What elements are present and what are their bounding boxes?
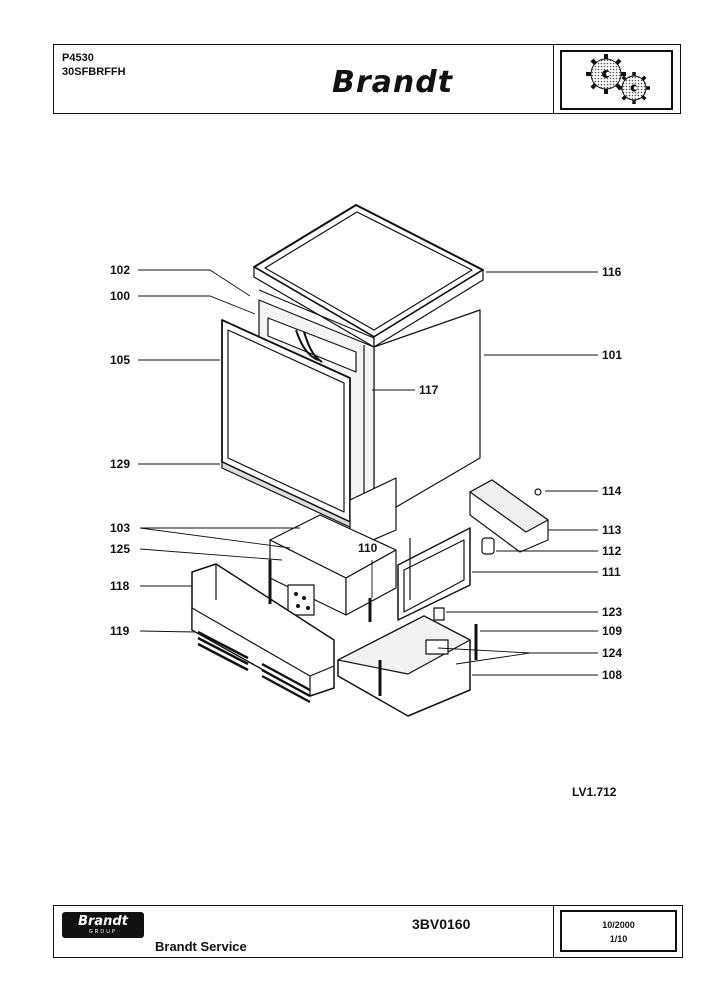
side-rail-part bbox=[469, 479, 549, 553]
model-info: P4530 30SFBRFFH bbox=[62, 51, 126, 79]
base-frame-part bbox=[349, 477, 471, 621]
callout-108: 108 bbox=[602, 668, 623, 682]
callout-110: 110 bbox=[358, 541, 378, 555]
model-reference: 30SFBRFFH bbox=[62, 66, 126, 78]
plinth-grille bbox=[197, 630, 311, 704]
brand-title: Brandt bbox=[332, 65, 454, 100]
callout-124: 124 bbox=[602, 646, 623, 660]
callout-100: 100 bbox=[110, 289, 131, 303]
callout-125: 125 bbox=[110, 542, 131, 556]
callout-118: 118 bbox=[110, 579, 130, 593]
date-page-frame: 10/2000 1/10 bbox=[560, 910, 677, 952]
model-number: P4530 bbox=[62, 52, 94, 64]
header-frame: P4530 30SFBRFFH Brandt bbox=[53, 44, 681, 114]
gears-icon bbox=[586, 54, 650, 104]
service-label: Brandt Service bbox=[155, 939, 247, 954]
page-number: 1/10 bbox=[609, 934, 628, 944]
door-part bbox=[221, 317, 357, 529]
issue-date: 10/2000 bbox=[602, 920, 635, 930]
leader-lines bbox=[138, 269, 598, 676]
callout-102: 102 bbox=[110, 263, 131, 277]
callout-103: 103 bbox=[110, 521, 131, 535]
gear-small bbox=[618, 72, 650, 104]
date-page-box: 10/2000 1/10 bbox=[553, 905, 683, 958]
brandt-group-logo: Brandt GROUP bbox=[62, 912, 144, 938]
sensor-part bbox=[433, 607, 445, 621]
logo-word: Brandt bbox=[78, 914, 128, 929]
callout-114: 114 bbox=[602, 484, 622, 498]
callout-123: 123 bbox=[602, 605, 623, 619]
screw-part bbox=[534, 488, 542, 496]
fitting-part bbox=[481, 537, 495, 555]
worktop-part bbox=[253, 204, 484, 348]
diagram-reference: LV1.712 bbox=[572, 785, 617, 799]
document-number: 3BV0160 bbox=[412, 916, 471, 932]
feet-part bbox=[268, 560, 478, 696]
callout-129: 129 bbox=[110, 457, 131, 471]
control-box-part bbox=[269, 514, 397, 616]
gears-frame bbox=[560, 50, 673, 110]
callout-101: 101 bbox=[602, 348, 623, 362]
callout-116: 116 bbox=[602, 265, 622, 279]
callout-109: 109 bbox=[602, 624, 623, 638]
callout-111: 111 bbox=[602, 565, 621, 579]
callout-105: 105 bbox=[110, 353, 131, 367]
gear-large bbox=[586, 54, 626, 94]
footer-frame: Brandt GROUP Brandt Service 3BV0160 10/2… bbox=[53, 905, 683, 958]
callout-117: 117 bbox=[419, 383, 439, 397]
base-tray-part bbox=[337, 615, 471, 717]
callout-119: 119 bbox=[110, 624, 130, 638]
logo-box bbox=[553, 45, 680, 113]
callout-113: 113 bbox=[602, 523, 622, 537]
callout-112: 112 bbox=[602, 544, 622, 558]
logo-group-text: GROUP bbox=[88, 929, 118, 935]
